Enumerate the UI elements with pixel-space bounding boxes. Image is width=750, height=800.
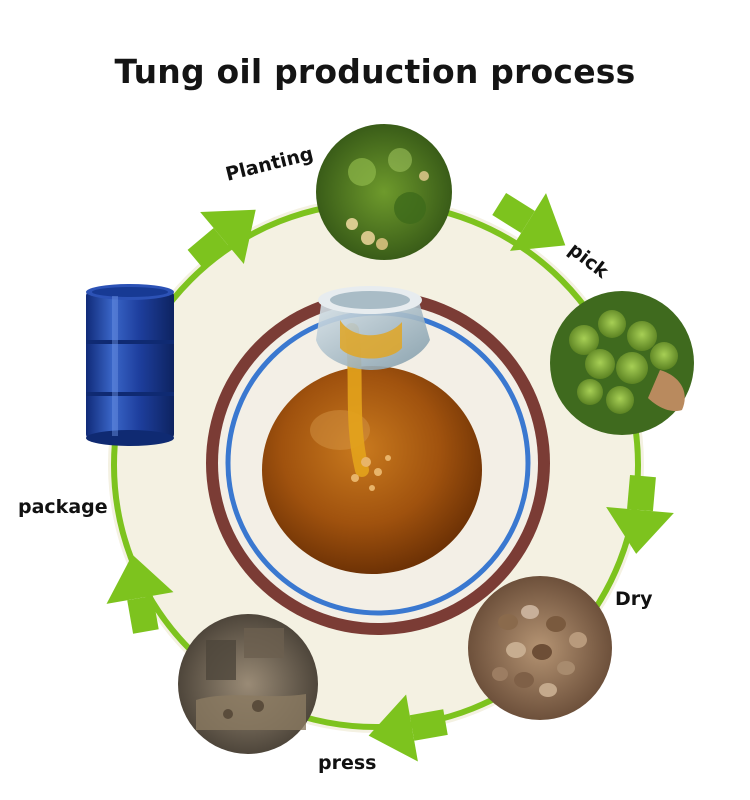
pick-image	[550, 291, 694, 435]
arrow-pick	[492, 192, 566, 251]
step-label-press: press	[318, 752, 377, 774]
step-label-package: package	[18, 496, 108, 518]
arrow-package	[106, 554, 174, 634]
press-image	[178, 614, 318, 754]
arrow-dry	[606, 474, 674, 554]
arrow-planting	[187, 209, 256, 270]
step-label-dry: Dry	[615, 588, 653, 610]
page-title: Tung oil production process	[114, 52, 636, 91]
arrow-press	[368, 694, 448, 762]
oil-bowl-image	[206, 286, 550, 635]
drum-image	[86, 284, 174, 446]
dry-image	[468, 576, 612, 720]
planting-image	[316, 124, 452, 260]
bottle-icon	[316, 286, 430, 370]
